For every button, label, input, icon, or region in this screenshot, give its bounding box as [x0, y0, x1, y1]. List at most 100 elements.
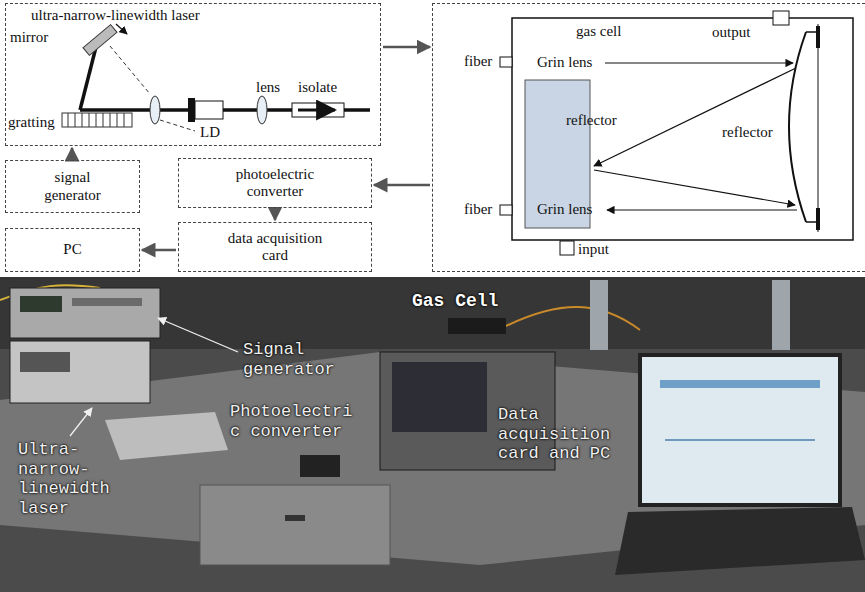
laptop-base — [615, 507, 865, 575]
label-anchor: reflector — [566, 112, 617, 129]
fiber-port — [500, 57, 512, 67]
leader-line — [70, 408, 92, 436]
part-label: isolate — [298, 79, 337, 96]
lens — [257, 96, 267, 124]
laptop-plot — [665, 439, 815, 441]
notebook — [105, 412, 228, 460]
part-label: Grin lens — [537, 54, 592, 71]
node-text: signal generator — [32, 169, 114, 204]
glass-tube — [590, 280, 608, 350]
mirror-tilt-arrow — [116, 24, 127, 34]
light-ray — [605, 62, 793, 63]
part-label: reflector — [566, 112, 617, 129]
label-anchor: Data acquisition card and PC — [498, 405, 623, 464]
label-anchor: LD — [200, 124, 220, 141]
label-anchor: fiber — [464, 53, 492, 70]
oscilloscope-screen — [392, 362, 487, 432]
label-anchor: fiber — [464, 201, 492, 218]
output-port — [773, 11, 789, 25]
part-label: mirror — [10, 29, 48, 46]
wall — [0, 277, 865, 349]
node-text: ultra-narrow-linewidth laser — [31, 7, 380, 24]
reflector-holder — [806, 221, 818, 223]
flow-arrow — [142, 249, 176, 252]
node-text: data acquisition card — [216, 230, 334, 265]
label-anchor: Ultra- narrow- linewidth laser — [18, 440, 118, 518]
signal-generator — [10, 288, 160, 338]
node-text: photoelectric converter — [216, 166, 334, 201]
photo-label: Ultra- narrow- linewidth laser — [18, 440, 118, 518]
part-label: reflector — [722, 124, 773, 141]
flow-arrow — [274, 210, 277, 220]
process-box: PC — [5, 228, 140, 272]
flow-arrow — [71, 148, 74, 158]
drawing-part — [117, 113, 118, 127]
beam — [80, 108, 370, 112]
label-anchor: mirror — [10, 29, 48, 46]
part-label: Grin lens — [537, 201, 592, 218]
photo-label: Signal generator — [243, 340, 343, 379]
drawing-part — [82, 113, 83, 127]
isolator-arrow — [298, 109, 335, 112]
gas-cell-unit — [448, 318, 506, 334]
laser-diode — [188, 98, 195, 122]
label-anchor: isolate — [298, 79, 337, 96]
process-box: photoelectric converter — [178, 158, 372, 208]
part-label: LD — [200, 124, 220, 141]
flow-arrow — [374, 184, 430, 187]
glass-tube — [772, 280, 790, 350]
lens — [150, 96, 160, 124]
drawing-part — [75, 113, 76, 127]
part-label: fiber — [464, 53, 492, 70]
photo-label: Data acquisition card and PC — [498, 405, 623, 464]
drawing-part — [110, 113, 111, 127]
part-label: input — [578, 241, 609, 258]
drawer — [200, 485, 390, 565]
laptop-content — [660, 380, 820, 388]
input-port — [560, 241, 574, 255]
grating-lines — [68, 113, 124, 127]
lab-photo — [0, 277, 865, 592]
gas-cell-panel: gas cell — [432, 3, 865, 272]
part-label: output — [712, 24, 750, 41]
reflector-holder — [816, 26, 820, 48]
laser-panel: ultra-narrow-linewidth laser — [5, 3, 381, 146]
part-label: gratting — [8, 114, 55, 131]
label-anchor: output — [712, 24, 750, 41]
label-anchor: Grin lens — [537, 201, 592, 218]
label-anchor: lens — [256, 79, 280, 96]
reflector-holder — [816, 208, 820, 230]
leader-line — [158, 318, 238, 352]
light-ray — [594, 170, 795, 205]
laser-diode-body — [195, 101, 223, 119]
beam — [80, 47, 96, 110]
part-label: lens — [256, 79, 280, 96]
photo-label: Photoelectri c converter — [230, 402, 360, 441]
drawing-part — [96, 113, 97, 127]
process-box: data acquisition card — [178, 222, 372, 272]
instrument-screen — [20, 296, 62, 312]
reflector-holder — [806, 31, 818, 33]
grating — [62, 113, 132, 127]
cable — [506, 307, 640, 330]
mirror — [83, 25, 117, 56]
part-label: fiber — [464, 201, 492, 218]
laser-unit — [10, 341, 150, 403]
light-ray — [607, 209, 797, 210]
photodetector — [300, 455, 340, 477]
drawing-part — [124, 113, 125, 127]
isolator — [292, 103, 344, 117]
drawing-part — [103, 113, 104, 127]
gas-cell-optics — [500, 11, 853, 255]
flow-arrow — [383, 46, 430, 49]
drawing-part — [68, 113, 69, 127]
laser-panel — [20, 352, 70, 372]
label-anchor: Photoelectri c converter — [230, 402, 360, 441]
label-anchor: Gas Cell — [412, 291, 498, 312]
label-anchor: Grin lens — [537, 54, 592, 71]
label-anchor: reflector — [722, 124, 773, 141]
dashed-guide — [110, 46, 150, 94]
drawer-handle — [285, 515, 305, 521]
light-ray — [594, 68, 796, 166]
